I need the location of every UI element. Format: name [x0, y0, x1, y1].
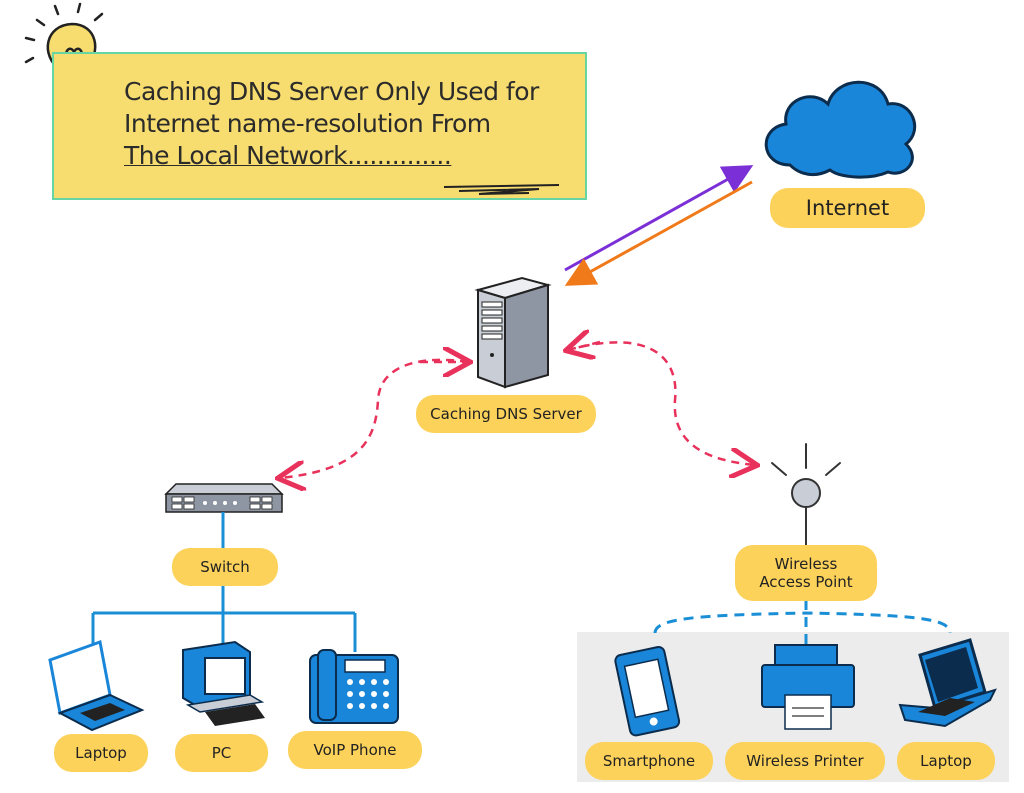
- label-switch: Switch: [172, 548, 278, 586]
- note-line-2: Internet name-resolution From: [124, 109, 491, 138]
- request-arrow: [564, 165, 754, 272]
- scribble-underline: [443, 184, 560, 195]
- label-dns-server: Caching DNS Server: [416, 395, 596, 433]
- label-access-point: Wireless Access Point: [735, 545, 877, 601]
- response-arrow: [564, 180, 753, 286]
- label-internet: Internet: [770, 188, 925, 228]
- dashed-link-wap: [567, 341, 755, 465]
- caption-note: Caching DNS Server Only Used for Interne…: [52, 52, 587, 200]
- label-pc: PC: [175, 734, 268, 772]
- label-laptop-right: Laptop: [897, 742, 995, 780]
- label-smartphone: Smartphone: [585, 742, 713, 780]
- label-wireless-printer: Wireless Printer: [725, 742, 885, 780]
- label-laptop-left: Laptop: [54, 734, 148, 772]
- note-line-3: The Local Network..............: [124, 141, 452, 170]
- note-line-1: Caching DNS Server Only Used for: [124, 77, 539, 106]
- label-voip-phone: VoIP Phone: [288, 731, 422, 769]
